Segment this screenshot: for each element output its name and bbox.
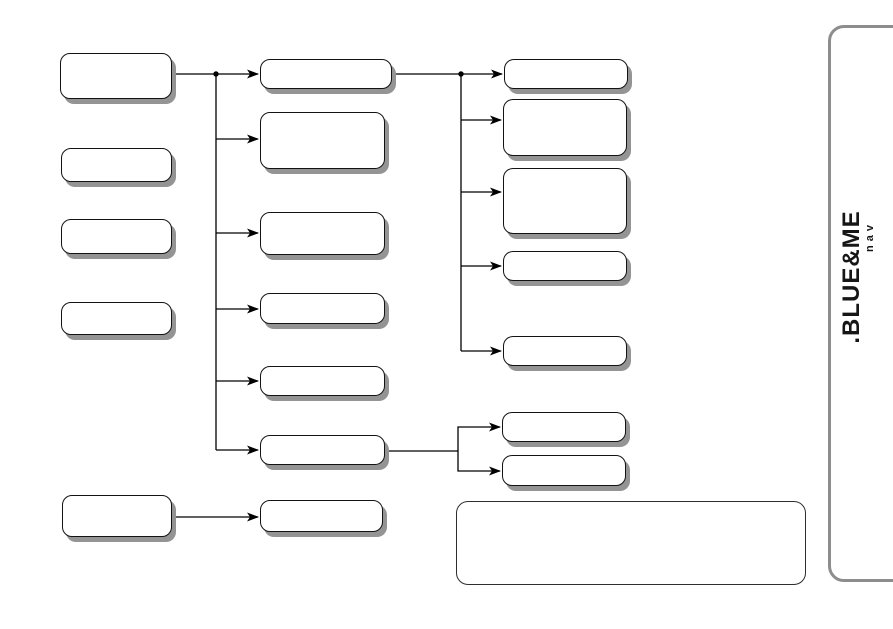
flow-box-right-4 bbox=[503, 251, 627, 281]
flow-box-right-3 bbox=[503, 168, 627, 234]
logo-panel bbox=[828, 25, 893, 582]
logo-sub-text: nav bbox=[864, 221, 876, 252]
junction-dot-1 bbox=[458, 71, 464, 77]
flow-box-mid-3 bbox=[260, 212, 385, 255]
flow-box-mid-4 bbox=[260, 293, 385, 324]
flow-box-right-5 bbox=[503, 336, 627, 366]
flow-box-left-1 bbox=[60, 53, 172, 99]
connector-14 bbox=[457, 422, 501, 451]
flow-box-left-4 bbox=[61, 302, 172, 335]
flow-box-note-box bbox=[456, 501, 806, 585]
flow-box-mid-6 bbox=[260, 435, 385, 465]
flow-box-mid-7 bbox=[260, 500, 383, 532]
flow-box-left-5 bbox=[62, 495, 172, 537]
flow-box-mid-1 bbox=[260, 59, 392, 89]
flow-box-right-6 bbox=[502, 412, 626, 442]
flow-box-right-2 bbox=[503, 99, 627, 156]
flow-box-left-3 bbox=[61, 219, 172, 254]
flow-box-mid-5 bbox=[260, 366, 385, 396]
flow-box-left-2 bbox=[61, 148, 172, 182]
logo-brand-text: .BLUE&ME bbox=[838, 210, 865, 344]
connector-15 bbox=[457, 451, 501, 476]
flow-box-right-7 bbox=[502, 455, 626, 486]
junction-dot-0 bbox=[213, 71, 219, 77]
flow-box-mid-2 bbox=[260, 112, 385, 169]
blue-and-me-logo: .BLUE&ME nav bbox=[838, 207, 878, 347]
flow-box-right-1 bbox=[504, 59, 628, 89]
